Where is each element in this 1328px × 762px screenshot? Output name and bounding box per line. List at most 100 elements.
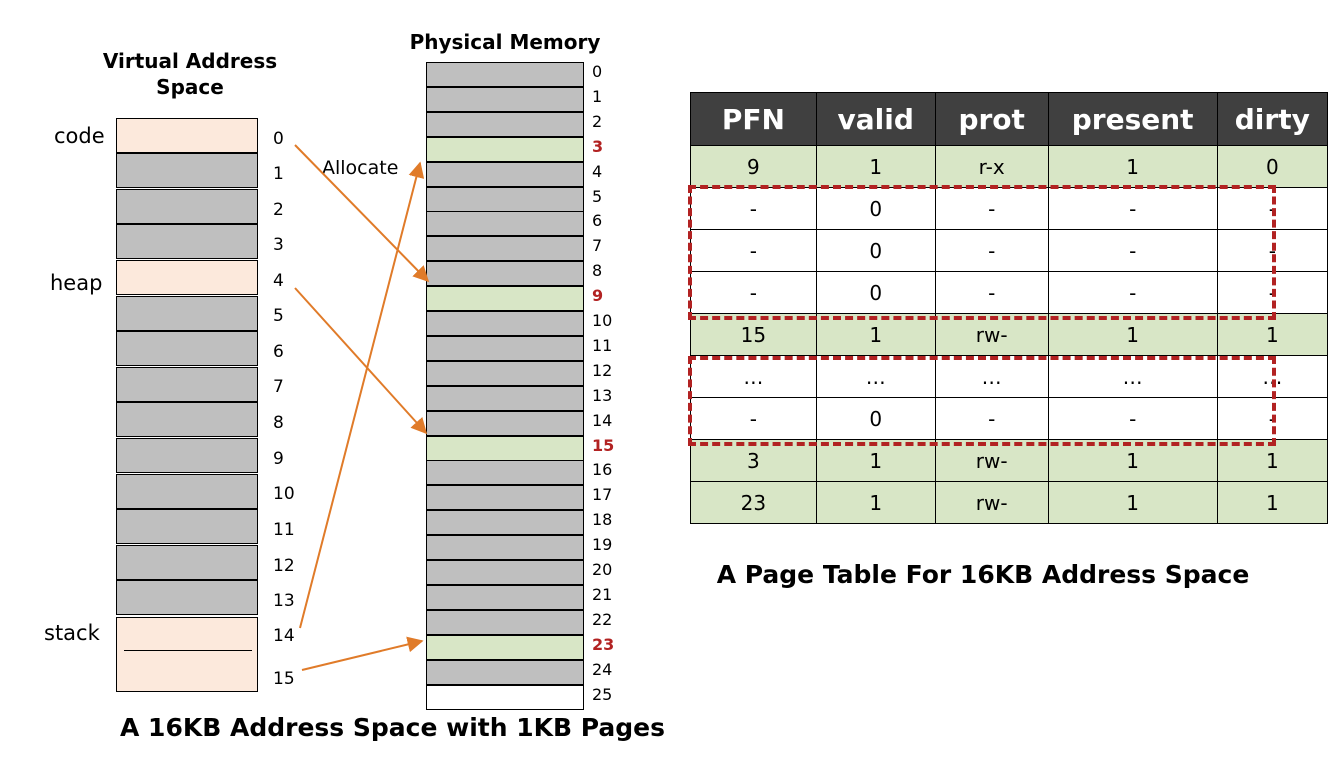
page-table-cell: 3 — [690, 439, 817, 482]
virtual-page — [116, 224, 258, 259]
page-table-cell: 1 — [815, 313, 936, 356]
page-table-cell: - — [690, 229, 817, 272]
virtual-page-number: 13 — [273, 591, 295, 611]
virtual-page-number: 2 — [273, 200, 284, 220]
physical-frame — [426, 286, 584, 312]
physical-frame — [426, 435, 584, 461]
physical-frame — [426, 560, 584, 585]
physical-frame-number: 22 — [592, 609, 613, 629]
page-table-cell: … — [1047, 355, 1218, 398]
virtual-page-number: 6 — [273, 342, 284, 362]
physical-frame-number: 1 — [592, 86, 603, 106]
page-table-row: -0--- — [690, 271, 1328, 314]
physical-frame-number: 9 — [592, 286, 604, 306]
physical-frame-number: 3 — [592, 136, 604, 156]
physical-frame-number: 25 — [592, 684, 613, 704]
physical-memory-title: Physical Memory — [409, 30, 601, 54]
page-table-cell: 23 — [690, 481, 817, 524]
invalid-entries-box-2 — [688, 356, 1276, 446]
physical-frame — [426, 609, 584, 635]
virtual-page-number: 11 — [273, 520, 295, 540]
page-table-header-cell: PFN — [690, 92, 817, 146]
physical-frame — [426, 360, 584, 386]
physical-frame — [426, 485, 584, 511]
page-table-cell: 0 — [1216, 145, 1328, 188]
physical-frame — [426, 111, 584, 137]
page-table-cell: - — [1047, 397, 1218, 440]
virtual-page — [116, 367, 258, 402]
physical-frame-number: 21 — [592, 584, 613, 604]
page-table-cell: 1 — [1216, 313, 1328, 356]
page-table-row: -0--- — [690, 187, 1328, 230]
physical-frame — [426, 62, 584, 87]
physical-frame-number: 19 — [592, 535, 613, 555]
virtual-page — [116, 153, 258, 188]
physical-frame — [426, 136, 584, 162]
allocate-label: Allocate — [322, 157, 399, 179]
physical-frame-number: 5 — [592, 186, 603, 206]
virtual-page-number: 14 — [273, 626, 295, 646]
stack-divider — [124, 650, 252, 651]
virtual-page-number: 3 — [273, 235, 284, 255]
virtual-page-number: 0 — [273, 129, 284, 149]
virtual-page — [116, 438, 258, 473]
physical-frame — [426, 584, 584, 610]
physical-frame — [426, 86, 584, 112]
virtual-address-space-title: Virtual Address Space — [102, 49, 278, 99]
page-table-cell: r-x — [934, 145, 1049, 188]
physical-frame — [426, 510, 584, 536]
physical-frame-number: 15 — [592, 435, 615, 455]
page-table-cell: rw- — [934, 481, 1049, 524]
page-table-cell: - — [1047, 187, 1218, 230]
physical-frame-number: 12 — [592, 360, 613, 380]
page-table-cell: 0 — [815, 187, 936, 230]
page-table-cell: - — [690, 397, 817, 440]
virtual-page — [116, 118, 258, 153]
page-table-cell: 1 — [815, 481, 936, 524]
page-table-caption: A Page Table For 16KB Address Space — [716, 560, 1250, 589]
physical-frame-number: 23 — [592, 634, 615, 654]
virtual-page — [116, 617, 258, 652]
page-table-cell: 1 — [1216, 439, 1328, 482]
virtual-page-number: 4 — [273, 271, 284, 291]
page-table-cell: 1 — [1047, 145, 1218, 188]
page-table-cell: - — [690, 187, 817, 230]
physical-frame-number: 18 — [592, 510, 613, 530]
address-space-caption: A 16KB Address Space with 1KB Pages — [120, 713, 666, 742]
page-table-cell: … — [690, 355, 817, 398]
page-table-cell: 0 — [815, 271, 936, 314]
virtual-page — [116, 331, 258, 366]
heap-segment-label: heap — [50, 271, 103, 295]
physical-frame — [426, 385, 584, 411]
physical-frame — [426, 684, 584, 710]
page-table-cell: 1 — [1216, 481, 1328, 524]
virtual-page — [116, 260, 258, 295]
physical-frame-number: 4 — [592, 161, 603, 181]
physical-frame-number: 13 — [592, 385, 613, 405]
page-table-cell: 0 — [815, 229, 936, 272]
page-table-header-cell: prot — [934, 92, 1049, 146]
virtual-page-number: 1 — [273, 164, 284, 184]
virtual-page — [116, 651, 258, 692]
physical-frame-number: 2 — [592, 111, 603, 131]
page-table-cell: … — [815, 355, 936, 398]
page-table-row: -0--- — [690, 229, 1328, 272]
page-table-row: …………… — [690, 355, 1328, 398]
code-segment-label: code — [54, 124, 105, 148]
physical-frame-number: 10 — [592, 311, 613, 330]
page-table-cell: - — [934, 397, 1049, 440]
physical-frame-number: 24 — [592, 659, 613, 679]
page-table-cell: 1 — [1047, 313, 1218, 356]
physical-frame-number: 11 — [592, 335, 613, 355]
page-table-cell: - — [1047, 229, 1218, 272]
page-table-header-cell: present — [1047, 92, 1218, 146]
page-table-cell: 9 — [690, 145, 817, 188]
page-table-cell: rw- — [934, 439, 1049, 482]
physical-frame-number: 20 — [592, 560, 613, 579]
